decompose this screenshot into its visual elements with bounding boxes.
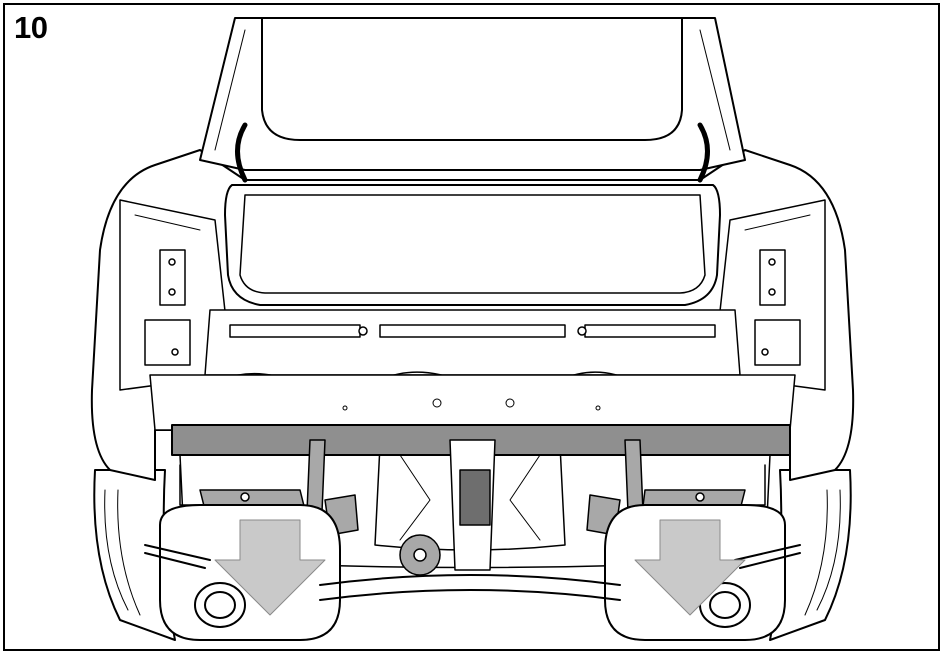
panel-marks <box>342 398 601 411</box>
tow-hitch <box>399 439 496 576</box>
down-arrow-icon <box>634 519 746 616</box>
down-arrow-icon <box>214 519 326 616</box>
exhaust-pipes <box>144 544 801 601</box>
boot-lid-open <box>199 17 746 171</box>
step-number: 10 <box>14 10 48 45</box>
boot-opening <box>224 184 721 306</box>
lower-panel <box>149 374 796 431</box>
tail-light-right <box>754 249 801 366</box>
boot-struts <box>235 122 710 183</box>
tail-light-left <box>144 249 191 366</box>
